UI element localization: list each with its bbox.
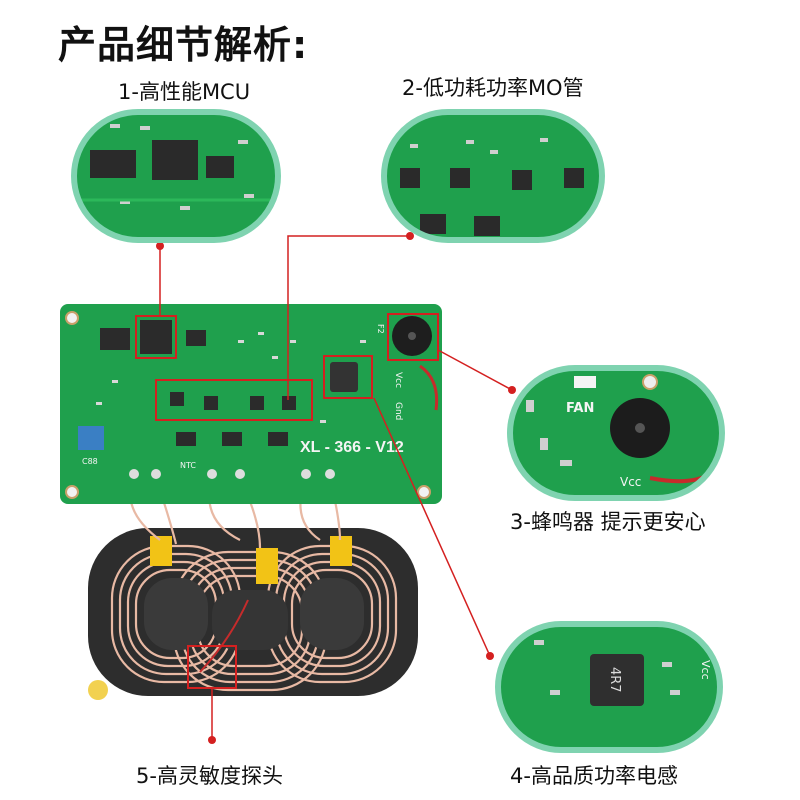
zoom-inductor-mark: 4R7 bbox=[607, 667, 622, 693]
silk-f2: F2 bbox=[376, 324, 385, 334]
silk-gnd: Gnd bbox=[393, 402, 403, 420]
highlight-mcu bbox=[135, 315, 177, 359]
highlight-mosfet bbox=[155, 379, 313, 421]
silk-vcc: Vcc bbox=[393, 372, 403, 388]
label-inductor: 4-高品质功率电感 bbox=[510, 764, 678, 788]
zoom-silk-fan: FAN bbox=[566, 401, 594, 416]
zoom-silk-vcc: Vcc bbox=[620, 475, 641, 489]
coil-pad bbox=[88, 528, 418, 700]
zoom-silk-vcc-2: Vcc bbox=[699, 660, 712, 680]
main-pcb: XL - 366 - V12 C88 NTC Vcc Gnd F2 bbox=[60, 304, 442, 504]
zoom-inductor: 4R7 Vcc bbox=[495, 621, 723, 753]
label-buzzer: 3-蜂鸣器 提示更安心 bbox=[510, 510, 706, 534]
zoom-buzzer: FAN Vcc bbox=[507, 365, 725, 501]
label-mosfet: 2-低功耗功率MO管 bbox=[402, 76, 584, 100]
label-probe: 5-高灵敏度探头 bbox=[136, 764, 283, 788]
zoom-mosfet bbox=[381, 109, 605, 243]
silk-ntc: NTC bbox=[180, 461, 196, 470]
board-model-label: XL - 366 - V12 bbox=[300, 439, 404, 456]
zoom-mcu bbox=[71, 109, 281, 243]
highlight-inductor bbox=[323, 355, 373, 399]
label-mcu: 1-高性能MCU bbox=[118, 80, 251, 104]
page-title: 产品细节解析: bbox=[58, 23, 309, 67]
highlight-buzzer bbox=[387, 313, 439, 361]
silk-c88: C88 bbox=[82, 457, 98, 466]
